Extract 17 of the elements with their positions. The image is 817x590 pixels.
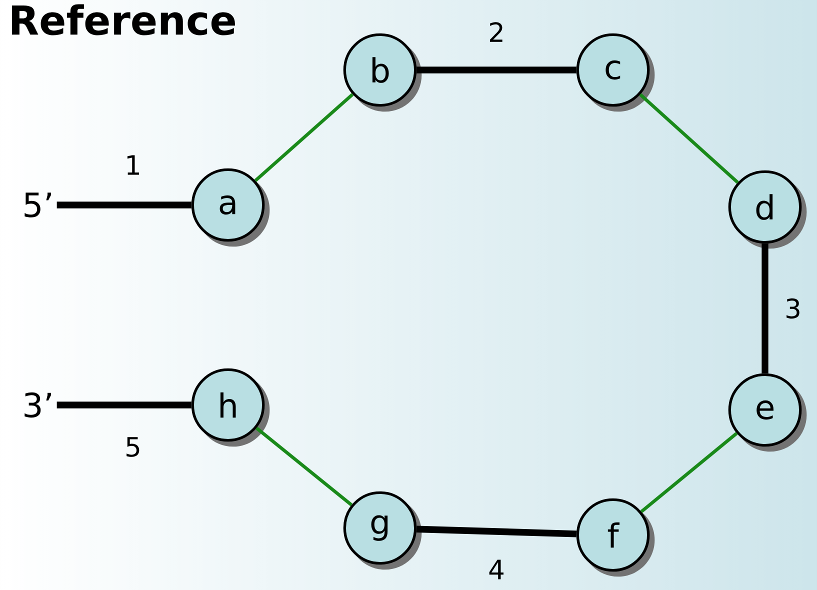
connector-line xyxy=(56,402,192,408)
edge-label: 2 xyxy=(490,22,502,42)
title: Reference xyxy=(12,4,235,36)
end-label: 3’ xyxy=(24,392,51,418)
end-label: 5’ xyxy=(24,192,51,218)
connector-line xyxy=(416,526,576,538)
connector-line xyxy=(416,66,576,74)
connector-line xyxy=(640,432,738,513)
edge-label: 5 xyxy=(126,437,140,457)
connector-line xyxy=(762,244,768,374)
connector-line xyxy=(255,426,353,506)
edge-label: 4 xyxy=(489,560,504,580)
connector-line xyxy=(639,93,739,184)
connector-line xyxy=(254,93,354,182)
connector-line xyxy=(56,202,192,208)
edge-label: 3 xyxy=(786,298,800,319)
edge-label: 1 xyxy=(127,155,140,175)
